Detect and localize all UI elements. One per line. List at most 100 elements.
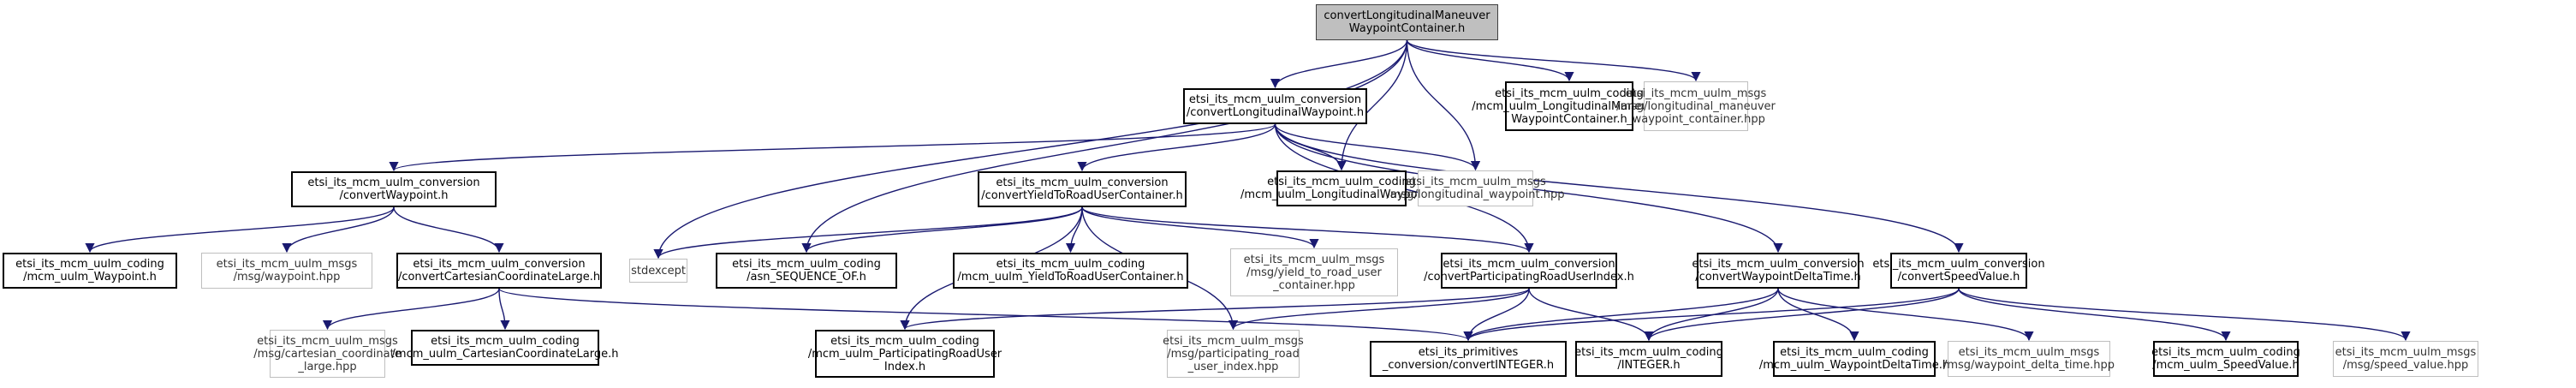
node-label-line: etsi_its_mcm_uulm_coding [431, 335, 580, 348]
edge-n_ccl-to-n_convint [498, 288, 1473, 342]
node-label-line: /msg/longitudinal_maneuver [1616, 99, 1776, 113]
node-label-line: /msg/cartesian_coordinate [253, 347, 402, 361]
node-label-line: WaypointContainer.h [1511, 112, 1627, 126]
graph-node[interactable]: etsi_its_mcm_uulm_coding/mcm_uulm_Longit… [1472, 81, 1667, 131]
node-label-line: /msg/waypoint_delta_time.hpp [1942, 359, 2115, 372]
graph-node[interactable]: etsi_its_mcm_uulm_coding/asn_SEQUENCE_OF… [716, 253, 897, 289]
node-label-line: /convertWaypoint.h [339, 189, 449, 202]
graph-node[interactable]: etsi_its_mcm_uulm_coding/mcm_uulm_Cartes… [392, 330, 618, 366]
graph-node[interactable]: etsi_its_mcm_uulm_conversion/convertLong… [1183, 88, 1367, 124]
node-label-line: stdexcept [631, 264, 686, 278]
edge-root-to-n_cod_lmwc [1406, 39, 1574, 82]
node-label-line: etsi_its_mcm_uulm_conversion [1188, 93, 1362, 106]
node-label-line: etsi_its_mcm_uulm_msgs [2335, 346, 2477, 359]
node-label-line: etsi_its_mcm_uulm_msgs [1958, 346, 2100, 359]
graph-node[interactable]: etsi_its_mcm_uulm_conversion/convertPart… [1424, 253, 1634, 289]
edge-n_ccl-to-n_msg_ccl [322, 288, 500, 331]
node-label-line: /mcm_uulm_SpeedValue.h [2152, 359, 2299, 372]
node-label-line: etsi_its_mcm_uulm_coding [1780, 346, 1929, 359]
graph-node[interactable]: etsi_its_mcm_uulm_coding/mcm_uulm_Waypoi… [3, 253, 177, 289]
node-label-line: /INTEGER.h [1617, 359, 1681, 372]
node-label-line: etsi_its_mcm_uulm_coding [1495, 87, 1644, 100]
node-label-line: WaypointContainer.h [1348, 22, 1466, 35]
edge-n_lwp-to-n_yield [1077, 123, 1276, 172]
node-label-line: /convertCartesianCoordinateLarge.h [397, 271, 601, 284]
node-label-line: etsi_its_mcm_uulm_msgs [1625, 87, 1767, 100]
node-label-line: /mcm_uulm_LongitudinalWaypoint.h [1240, 188, 1443, 201]
edge-root-to-n_lwp [1270, 39, 1408, 89]
node-label-line: etsi_its_mcm_uulm_coding [15, 258, 164, 271]
edge-n_prui-to-n_msg_prui [1229, 288, 1530, 331]
node-label-line: etsi_its_mcm_uulm_coding [830, 334, 979, 348]
graph-node[interactable]: etsi_its_mcm_uulm_conversion/convertYiel… [978, 171, 1187, 207]
graph-node[interactable]: etsi_its_mcm_uulm_conversion/convertWayp… [291, 171, 497, 207]
graph-node[interactable]: etsi_its_mcm_uulm_coding/mcm_uulm_YieldT… [953, 253, 1188, 289]
graph-node[interactable]: etsi_its_mcm_uulm_coding/INTEGER.h [1574, 341, 1723, 377]
node-label-line: /mcm_uulm_CartesianCoordinateLarge.h [391, 348, 619, 361]
graph-node: etsi_its_mcm_uulm_msgs/msg/waypoint_delt… [1943, 341, 2115, 377]
node-label-line: etsi_its_mcm_uulm_msgs [1163, 334, 1304, 348]
node-label-line: etsi_its_mcm_uulm_coding [732, 258, 881, 271]
graph-node[interactable]: etsi_its_mcm_uulm_coding/mcm_uulm_Partic… [808, 330, 1002, 378]
node-label-line: /mcm_uulm_Waypoint.h [23, 271, 157, 284]
node-label-line: etsi_its_mcm_uulm_conversion [1872, 258, 2045, 271]
node-label-line: /mcm_uulm_YieldToRoadUserContainer.h [957, 271, 1184, 284]
edge-root-to-n_seqof [801, 39, 1408, 254]
edge-n_ccl-to-n_cod_ccl [498, 288, 510, 331]
node-label-line: /msg/waypoint.hpp [233, 271, 341, 284]
node-label-line: etsi_its_mcm_uulm_coding [996, 258, 1145, 271]
node-label-line: etsi_its_mcm_uulm_msgs [257, 334, 398, 348]
node-label-line: /convertParticipatingRoadUserIndex.h [1424, 271, 1634, 284]
node-label-line: /msg/participating_road [1167, 347, 1300, 361]
edge-n_wp-to-n_cod_wp [85, 206, 395, 254]
edge-n_speed-to-n_integer [1644, 288, 1960, 342]
edge-n_yield-to-n_prui [1081, 206, 1534, 254]
edge-root-to-n_cod_lwp [1336, 39, 1408, 171]
graph-node: etsi_its_mcm_uulm_msgs/msg/waypoint.hpp [201, 253, 372, 289]
node-label-line: etsi_its_mcm_uulm_msgs [216, 258, 358, 271]
node-label-line: /convertSpeedValue.h [1897, 271, 2020, 284]
node-label-line: etsi_its_mcm_uulm_conversion [996, 176, 1169, 189]
edge-n_speed-to-n_cod_speed [1958, 288, 2231, 342]
graph-node: etsi_its_mcm_uulm_msgs/msg/cartesian_coo… [253, 330, 402, 378]
edge-n_prui-to-n_integer [1528, 288, 1654, 342]
graph-node[interactable]: etsi_its_mcm_uulm_coding/mcm_uulm_SpeedV… [2151, 341, 2300, 377]
node-label-line: etsi_its_mcm_uulm_conversion [1692, 258, 1865, 271]
graph-node: etsi_its_mcm_uulm_msgs/msg/longitudinal_… [1616, 81, 1776, 131]
graph-node[interactable]: etsi_its_mcm_uulm_conversion/convertWayp… [1692, 253, 1865, 289]
graph-node[interactable]: etsi_its_mcm_uulm_conversion/convertCart… [396, 253, 602, 289]
edge-n_speed-to-n_msg_speed [1958, 288, 2411, 342]
node-label-line: _large.hpp [298, 360, 357, 373]
edge-n_prui-to-n_convint [1463, 288, 1530, 342]
node-label-line: etsi_its_mcm_uulm_conversion [307, 176, 480, 189]
edge-n_lwp-to-n_msg_lwp [1274, 123, 1481, 171]
node-label-line: /convertYieldToRoadUserContainer.h [981, 189, 1183, 202]
edge-root-to-n_stdexcept [653, 39, 1408, 260]
node-label-line: etsi_its_mcm_uulm_conversion [413, 258, 586, 271]
graph-node: etsi_its_mcm_uulm_msgs/msg/speed_value.h… [2333, 341, 2478, 377]
node-label-line: etsi_its_mcm_uulm_msgs [1243, 253, 1385, 266]
node-label-line: /msg/yield_to_road_user [1246, 266, 1382, 279]
graph-node[interactable]: etsi_its_primitives_conversion/convertIN… [1370, 341, 1567, 377]
graph-node[interactable]: etsi_its_mcm_uulm_coding/mcm_uulm_Waypoi… [1759, 341, 1949, 377]
edge-n_yield-to-n_seqof [801, 206, 1083, 254]
edge-n_prui-to-n_cod_prui [900, 288, 1530, 331]
node-label-line: _user_index.hpp [1187, 360, 1279, 373]
edge-n_yield-to-n_stdexcept [653, 206, 1083, 260]
node-label-line: /msg/longitudinal_waypoint.hpp [1386, 188, 1565, 201]
edge-n_yield-to-n_msg_yield [1081, 206, 1319, 249]
graph-node: stdexcept [629, 259, 687, 283]
edge-n_wp-to-n_msg_wp [282, 206, 395, 254]
node-label-line: /mcm_uulm_WaypointDeltaTime.h [1758, 359, 1950, 372]
node-label-line: _waypoint_container.hpp [1627, 112, 1765, 126]
graph-node: etsi_its_mcm_uulm_msgs/msg/longitudinal_… [1387, 170, 1564, 206]
edge-n_speed-to-n_convint [1463, 288, 1960, 342]
node-label-line: /convertLongitudinalWaypoint.h [1186, 106, 1365, 119]
edge-n_wpdt-to-n_msg_wpdt [1777, 288, 2034, 342]
node-label-line: /mcm_uulm_ParticipatingRoadUser [807, 347, 1002, 361]
edge-root-to-n_msg_lwp [1406, 39, 1481, 171]
graph-node[interactable]: etsi_its_mcm_uulm_conversion/convertSpee… [1872, 253, 2045, 289]
edge-root-to-n_msg_lmwc [1406, 39, 1701, 82]
graph-node[interactable]: etsi_its_mcm_uulm_coding/mcm_uulm_Longit… [1240, 170, 1443, 206]
